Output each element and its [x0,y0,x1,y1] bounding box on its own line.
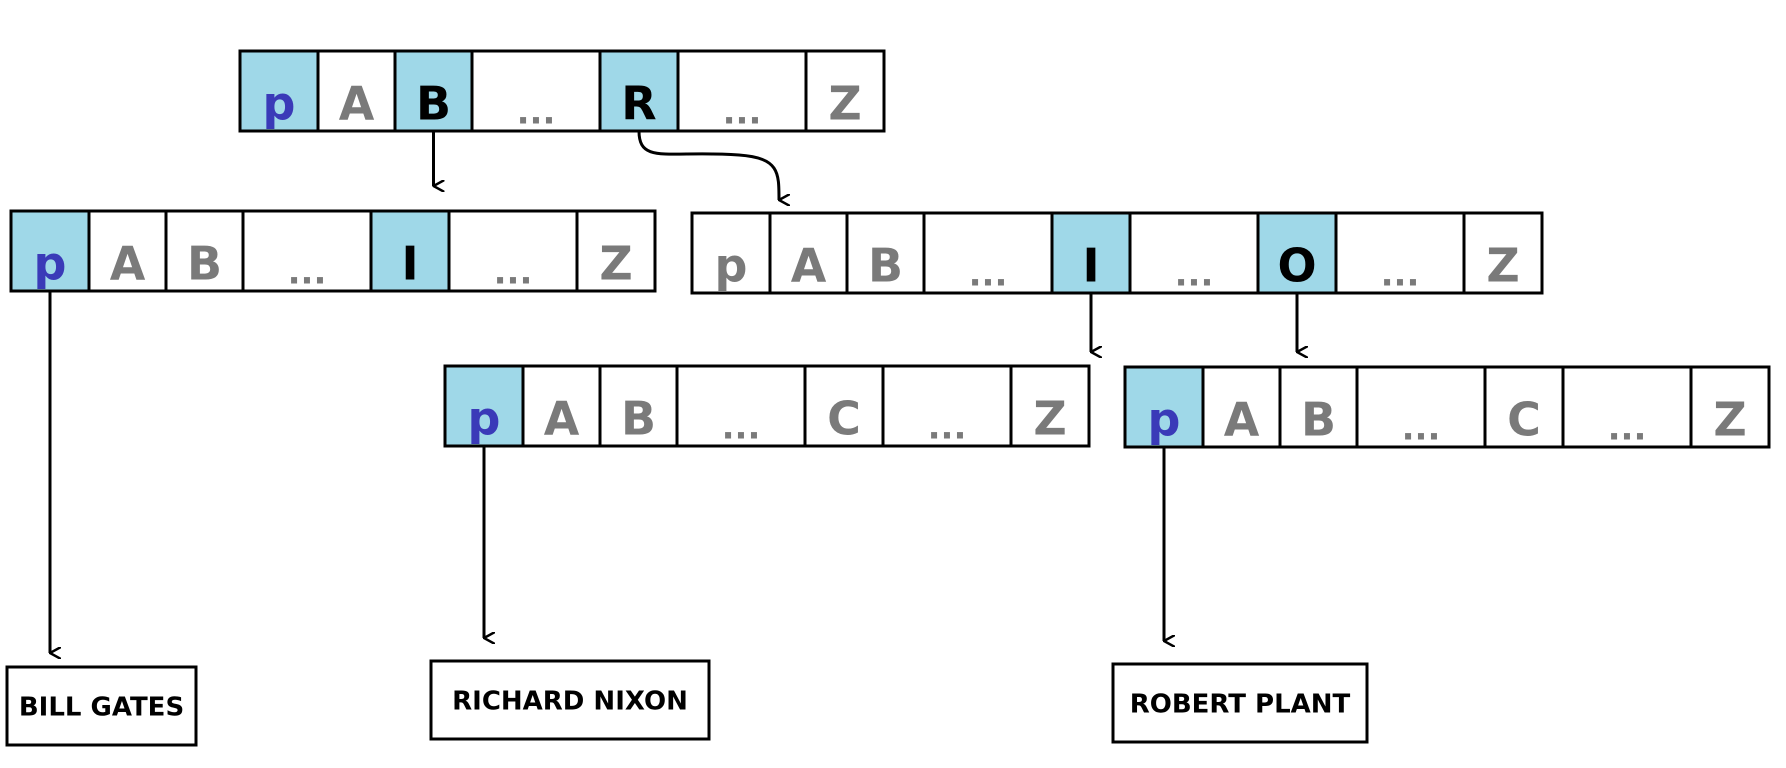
r-node-cell-6-label: O [1277,239,1316,293]
leaf-bill: BILL GATES [5,665,198,747]
root-cell-6 [804,49,886,133]
r-node-cell-8-label: Z [1486,239,1519,293]
b-node-cell-1-label: A [110,237,146,291]
root-cell-6-label: Z [828,77,861,131]
ri-node-cell-1-label: A [544,392,580,446]
r-node-cell-0-label: p [715,239,748,293]
r-node-cell-5 [1128,211,1260,295]
root-cell-1-label: A [339,77,375,131]
root-cell-4 [598,49,680,133]
r-node-cell-3-label: ... [969,255,1008,295]
ro-node-cell-4-label: C [1507,393,1541,447]
r-node-cell-1-label: A [791,239,827,293]
b-node-cell-5-label: ... [494,253,533,293]
leaf-robert-box [1111,662,1369,744]
b-node-cell-6 [575,209,657,293]
root-cell-3-label: ... [517,93,556,133]
r-node-cell-8 [1462,211,1544,295]
root-cell-5-label: ... [723,93,762,133]
leaves-layer: BILL GATES RICHARD NIXON ROBERT PLANT [5,659,1369,747]
root-cell-4-label: R [621,77,656,131]
arrow-root-r [637,130,779,200]
leaf-robert-label: ROBERT PLANT [1130,690,1351,720]
ro-node-cell-1 [1201,365,1282,449]
b-node-cell-3 [241,209,373,293]
leaf-richard-box [429,659,711,741]
leaf-bill-label: BILL GATES [19,693,184,723]
leaf-richard-label: RICHARD NIXON [452,687,688,717]
ro-node-cell-6-label: Z [1713,393,1746,447]
r-node-cell-2-label: B [868,239,903,293]
leaf-robert: ROBERT PLANT [1111,662,1369,744]
ri-node-cell-5-label: ... [928,408,967,448]
ri-node-cell-6-label: Z [1033,392,1066,446]
b-node-cell-6-label: Z [599,237,632,291]
b-node-cell-2-label: B [187,237,222,291]
r-node-cell-6 [1256,211,1338,295]
ri-node-cell-6 [1009,364,1091,448]
ri-node-cell-5 [881,364,1013,448]
r-node-cell-7 [1334,211,1466,295]
leaf-bill-box [5,665,198,747]
root-cell-3 [470,49,602,133]
root-cell-0 [238,49,320,133]
ri-node-cell-0 [443,364,525,448]
ri-node-cell-0-label: p [468,392,501,446]
r-node-cell-7-label: ... [1381,255,1420,295]
r-node-cell-4 [1050,211,1132,295]
b-node-cell-3-label: ... [288,253,327,293]
root-cell-2 [393,49,474,133]
ro-node-cell-4 [1483,365,1565,449]
b-node-cell-1 [87,209,168,293]
r-node-cell-5-label: ... [1175,255,1214,295]
ri-node-cell-1 [521,364,602,448]
ro-node-cell-3-label: ... [1402,409,1441,449]
ro-node-cell-3 [1355,365,1487,449]
leaf-richard: RICHARD NIXON [429,659,711,741]
ri-node-cell-3-label: ... [722,408,761,448]
ri-node-cell-2-label: B [621,392,656,446]
r-node-cell-4-label: I [1082,239,1099,293]
root-cell-5 [676,49,808,133]
ro-node-cell-2 [1278,365,1359,449]
ri-node-cell-4-label: C [827,392,861,446]
ro-node-cell-6 [1689,365,1771,449]
b-node-cell-4-label: I [401,237,418,291]
b-node-cell-5 [447,209,579,293]
ri-node-cell-4 [803,364,885,448]
root-cell-0-label: p [263,77,296,131]
ro-node-cell-1-label: A [1224,393,1260,447]
ro-node-cell-2-label: B [1301,393,1336,447]
b-node-cell-0-label: p [34,237,67,291]
ro-node-cell-5 [1561,365,1693,449]
ro-node-cell-0-label: p [1148,393,1181,447]
ri-node-cell-2 [598,364,679,448]
arrows-layer [48,130,1297,653]
root-cell-2-label: B [416,77,451,131]
r-node-cell-1 [768,211,849,295]
ro-node-cell-5-label: ... [1608,409,1647,449]
root-cell-1 [316,49,397,133]
r-node-cell-2 [845,211,926,295]
